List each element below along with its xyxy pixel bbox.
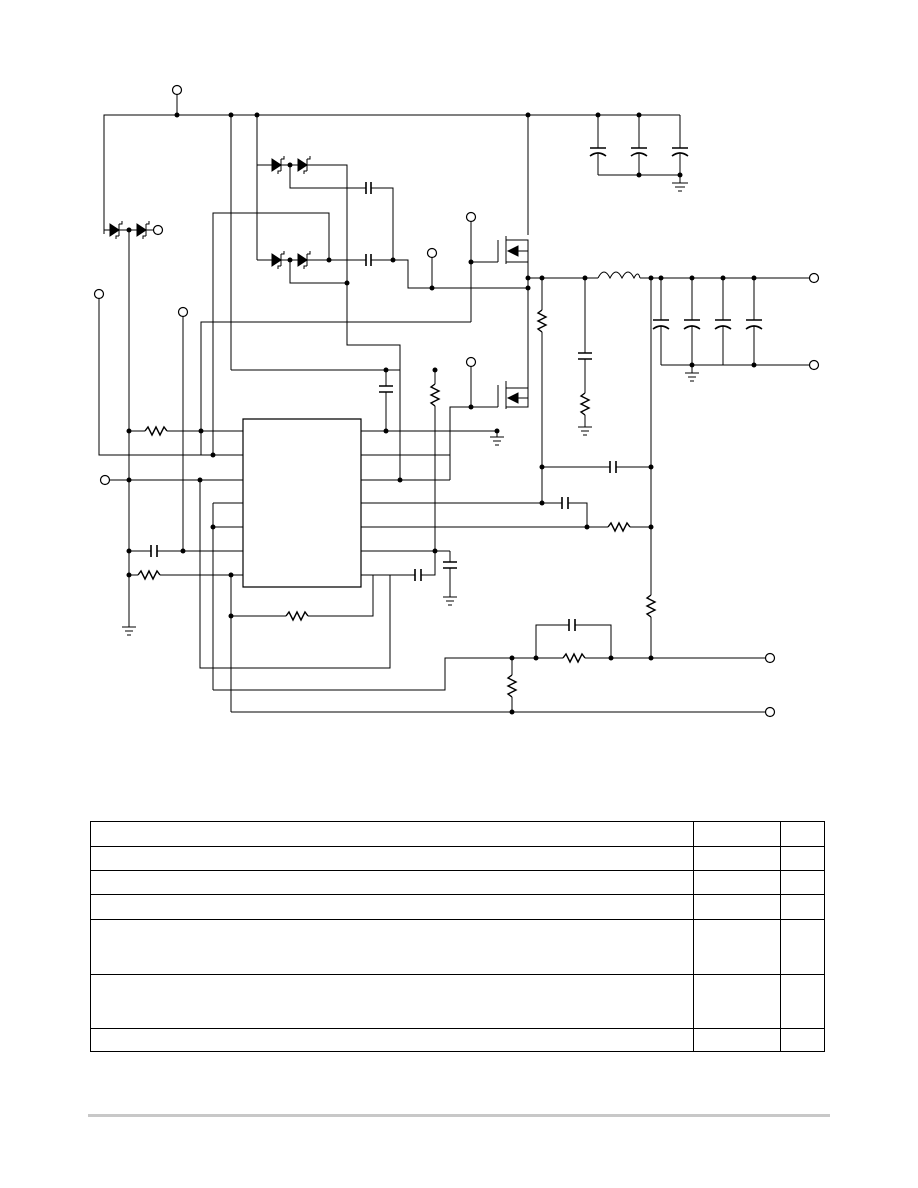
circuit-schematic — [0, 0, 918, 800]
table-cell-value — [693, 894, 780, 919]
table-row — [91, 870, 824, 895]
controller-ic — [243, 419, 361, 587]
table-row — [91, 894, 824, 920]
charge-pump-diodes — [213, 156, 528, 455]
gnd-out-terminal — [810, 361, 819, 370]
output-capacitors — [653, 278, 810, 381]
input-capacitors — [590, 115, 688, 191]
ic-left-connections — [95, 290, 766, 713]
sense-plus-terminal — [766, 654, 775, 663]
vin-terminal — [173, 86, 182, 95]
table-cell-value — [693, 1029, 780, 1051]
high-side-mosfet — [201, 213, 528, 456]
table-cell-description — [91, 870, 693, 894]
table-cell-description — [91, 1029, 693, 1051]
table-cell-description — [91, 822, 693, 846]
footer-divider — [88, 1114, 830, 1117]
table-row — [91, 974, 824, 1029]
junction-dots — [126, 112, 757, 715]
table-cell-description — [91, 894, 693, 919]
table-cell-unit — [780, 894, 824, 919]
feedback-network — [508, 278, 765, 712]
aux-diodes — [104, 221, 153, 575]
low-side-mosfet — [450, 358, 528, 481]
table-cell-value — [693, 974, 780, 1028]
table-cell-unit — [780, 919, 824, 974]
aux-terminal — [154, 226, 163, 235]
vout-terminal — [810, 274, 819, 283]
switch-node — [528, 272, 810, 503]
table-row — [91, 846, 824, 871]
table-row — [91, 919, 824, 975]
table-cell-description — [91, 919, 693, 974]
table-cell-description — [91, 974, 693, 1028]
sense-minus-terminal — [766, 708, 775, 717]
table-cell-unit — [780, 870, 824, 894]
table-cell-value — [693, 870, 780, 894]
table-cell-unit — [780, 822, 824, 846]
supply-rail — [104, 95, 680, 480]
table-cell-value — [693, 822, 780, 846]
table-cell-unit — [780, 1029, 824, 1051]
table-row — [91, 822, 824, 847]
table-cell-value — [693, 919, 780, 974]
table-cell-unit — [780, 846, 824, 870]
parts-table — [90, 821, 825, 1052]
table-cell-unit — [780, 974, 824, 1028]
boot-terminal — [428, 249, 437, 258]
table-row — [91, 1028, 824, 1051]
table-cell-description — [91, 846, 693, 870]
table-cell-value — [693, 846, 780, 870]
